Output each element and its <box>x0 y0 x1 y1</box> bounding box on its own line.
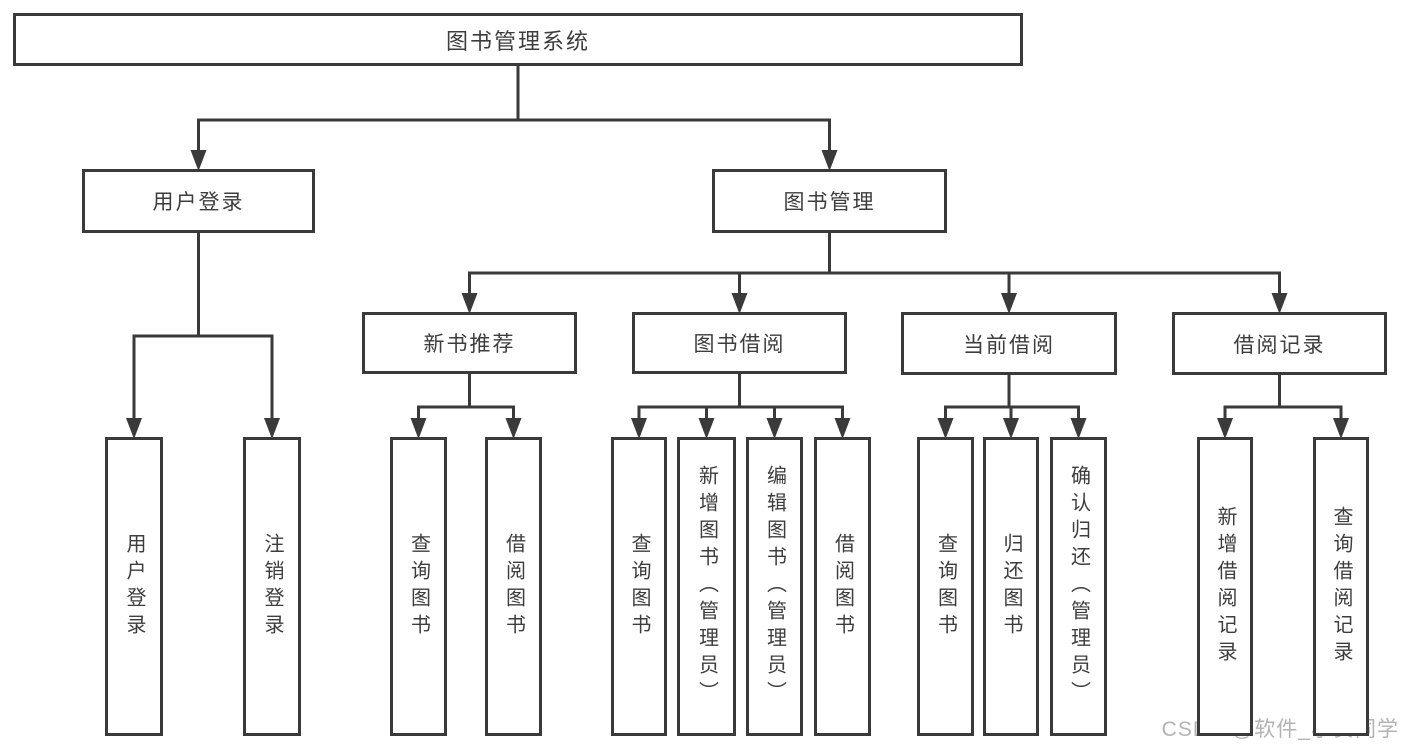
node-label-bb-edit: 编辑图书（管理员） <box>763 465 786 708</box>
node-label-root: 图书管理系统 <box>445 28 590 54</box>
node-label-nb-query: 查询图书 <box>407 532 430 641</box>
node-label-bb-add: 新增图书（管理员） <box>695 465 718 708</box>
node-label-bb-borrow: 借阅图书 <box>831 532 854 641</box>
node-label-nb-borrow: 借阅图书 <box>502 532 525 641</box>
node-label-borrow-record: 借阅记录 <box>1233 333 1326 357</box>
node-br-query: 查询借阅记录 <box>1313 437 1369 736</box>
node-label-cb-return: 归还图书 <box>1000 532 1022 641</box>
node-label-book-borrow: 图书借阅 <box>693 333 786 356</box>
node-label-cb-query: 查询图书 <box>934 532 957 641</box>
node-nb-borrow: 借阅图书 <box>485 437 542 736</box>
node-logout-op: 注销登录 <box>243 437 301 736</box>
node-book-mgmt: 图书管理 <box>712 169 947 233</box>
node-label-bb-query: 查询图书 <box>628 532 650 641</box>
node-label-logout-op: 注销登录 <box>261 532 283 641</box>
node-cb-return: 归还图书 <box>983 437 1039 736</box>
node-login-op: 用户登录 <box>105 437 163 736</box>
node-new-book-rec: 新书推荐 <box>362 312 577 374</box>
node-label-br-add: 新增借阅记录 <box>1214 505 1236 668</box>
node-borrow-record: 借阅记录 <box>1172 312 1387 375</box>
node-user-login: 用户登录 <box>82 169 315 233</box>
node-cb-confirm: 确认归还（管理员） <box>1050 437 1107 736</box>
node-book-borrow: 图书借阅 <box>632 312 847 374</box>
node-label-new-book-rec: 新书推荐 <box>423 333 516 356</box>
node-label-book-mgmt: 图书管理 <box>783 191 876 214</box>
node-root: 图书管理系统 <box>13 13 1023 66</box>
node-label-login-op: 用户登录 <box>123 532 145 641</box>
node-bb-add: 新增图书（管理员） <box>677 437 736 736</box>
node-label-current-borrow: 当前借阅 <box>963 333 1055 357</box>
node-bb-edit: 编辑图书（管理员） <box>746 437 803 736</box>
node-label-cb-confirm: 确认归还（管理员） <box>1067 465 1090 708</box>
node-bb-borrow: 借阅图书 <box>814 437 871 736</box>
node-label-user-login: 用户登录 <box>152 191 245 214</box>
node-cb-query: 查询图书 <box>917 437 974 736</box>
node-nb-query: 查询图书 <box>390 437 447 736</box>
node-current-borrow: 当前借阅 <box>901 312 1117 375</box>
node-label-br-query: 查询借阅记录 <box>1330 505 1352 668</box>
node-br-add: 新增借阅记录 <box>1197 437 1253 736</box>
node-bb-query: 查询图书 <box>611 437 667 736</box>
